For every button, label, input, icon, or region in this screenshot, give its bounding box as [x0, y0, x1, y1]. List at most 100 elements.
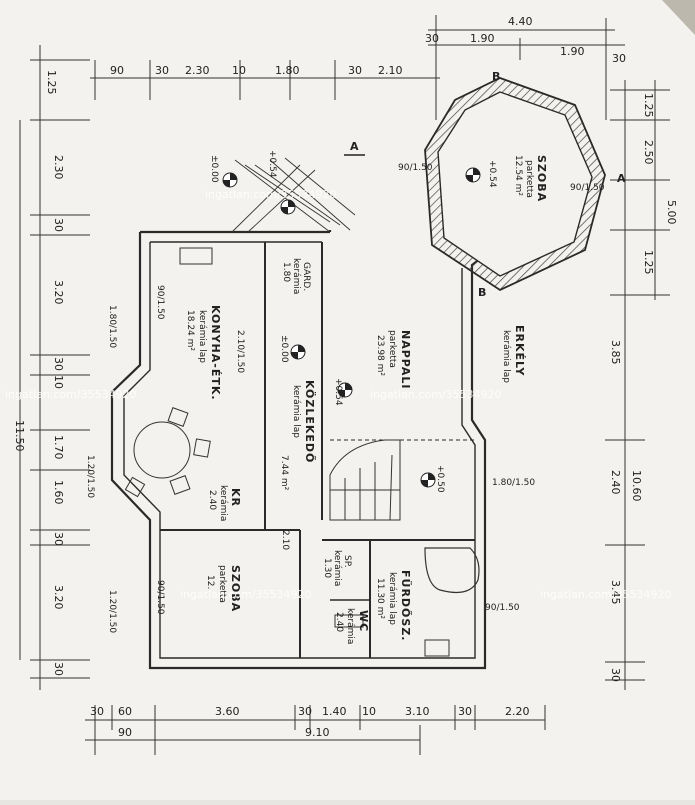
room-floor-nappali: parketta — [387, 330, 397, 368]
dim-top-row2-a: 90 — [110, 64, 124, 77]
dim-left-k: 30 — [52, 662, 65, 676]
dim-top-outer: 4.40 — [508, 15, 533, 28]
dim-top-row2-e: 1.80 — [275, 64, 300, 77]
dim-right-g: 30 — [609, 668, 622, 682]
hex-inner-wall — [437, 91, 593, 277]
level-label-2: +0.54 — [267, 150, 277, 178]
dim-right-d: 3.85 — [609, 340, 622, 365]
room-area-nappali: 23.98 m² — [375, 335, 385, 376]
room-szoba-bottom: SZOBA parketta 12. — [205, 565, 242, 612]
level-label-5: +0.50 — [435, 465, 445, 493]
toilet-tank — [334, 614, 364, 628]
watermark-3: ingatlan.com/35534920 — [370, 388, 502, 401]
window-mark-11: 2.10 — [280, 530, 290, 550]
room-area-kamra: 2.40 — [207, 490, 217, 510]
dim-top-row2-c: 2.30 — [185, 64, 210, 77]
dim-bottom-j: 90 — [118, 726, 132, 739]
dim-right-b: 2.50 — [642, 140, 655, 165]
room-floor-furdo: kerámia lap — [387, 572, 397, 625]
sink — [424, 639, 450, 657]
dim-top-row2-g: 2.10 — [378, 64, 403, 77]
dim-left-a: 1.25 — [45, 70, 58, 95]
dim-right-a: 1.25 — [642, 93, 655, 118]
bathtub — [424, 547, 480, 593]
window-mark-2: 90/1.50 — [570, 183, 605, 193]
dim-bottom-e: 1.40 — [322, 705, 347, 718]
room-name-szoba-top: SZOBA — [535, 155, 548, 202]
watermark-4: ingatlan.com/35534920 — [180, 588, 312, 601]
window-mark-5: 1.80/1.50 — [492, 478, 535, 488]
top-dimension-chain — [90, 15, 625, 120]
room-name-erkely: ERKÉLY — [513, 325, 526, 376]
dim-right-c: 1.25 — [642, 250, 655, 275]
dim-bottom-b: 60 — [118, 705, 132, 718]
dim-left-g: 1.70 — [52, 435, 65, 460]
room-gard: GARD. kerámia 1.80 — [281, 258, 311, 294]
dim-left-j: 3.20 — [52, 585, 65, 610]
dim-top-row1-d: 30 — [612, 52, 626, 65]
dim-left-outer: 11.50 — [13, 420, 26, 452]
watermark-1: ingatlan.com/35534920 — [205, 188, 337, 201]
room-area-konyha: 18.24 m² — [185, 310, 195, 351]
room-floor-gard: kerámia — [291, 258, 301, 294]
room-name-gard: GARD. — [301, 262, 311, 291]
dim-top-row1-c: 1.90 — [560, 45, 585, 58]
section-mark-b-right: B — [478, 286, 487, 299]
room-floor-szoba-bottom: parketta — [217, 565, 227, 603]
dim-bottom-a: 30 — [90, 705, 104, 718]
dim-bottom-h: 30 — [458, 705, 472, 718]
room-area-furdo: 11.30 m² — [375, 578, 385, 619]
watermark-2: ingatlan.com/35534920 — [5, 388, 137, 401]
right-dimension-chain — [605, 80, 670, 690]
room-area-szoba-bottom: 12. — [205, 575, 215, 589]
dim-right-total: 10.60 — [630, 470, 643, 502]
staircase — [329, 439, 401, 521]
window-mark-9: 90/1.50 — [155, 580, 165, 615]
room-area-szoba-top: 12.54 m² — [513, 155, 523, 196]
room-area-gard: 1.80 — [281, 262, 291, 282]
room-name-nappali: NAPPALI — [399, 330, 412, 389]
room-name-konyha: KONYHA-ÉTK. — [209, 305, 222, 401]
room-spajz: SP. kerámia 1.30 — [322, 550, 352, 586]
dim-left-b: 2.30 — [52, 155, 65, 180]
room-area-wc: 2.40 — [334, 612, 344, 632]
room-floor-wc: kerámia — [345, 608, 355, 644]
dim-left-e: 30 — [52, 357, 65, 371]
dim-left-f: 10 — [52, 375, 65, 389]
window-marks: 90/1.50 90/1.50 1.80/1.50 90/1.50 1.80/1… — [85, 163, 605, 633]
room-kozlekedo: KÖZLEKEDŐ kerámia lap 7.44 m² — [279, 380, 317, 491]
section-mark-a-top: A — [350, 140, 360, 153]
paper-fold-shadow — [662, 0, 695, 35]
room-konyha: KONYHA-ÉTK. kerámia lap 18.24 m² — [185, 305, 222, 401]
dim-bottom-f: 10 — [362, 705, 376, 718]
section-mark-a-right: A — [617, 172, 627, 185]
room-area-kozlekedo: 7.44 m² — [279, 455, 289, 491]
window-mark-4: 90/1.50 — [155, 285, 165, 320]
bottom-dimension-chain — [85, 705, 546, 755]
left-dimension-chain — [19, 45, 90, 690]
room-name-spajz: SP. — [342, 555, 352, 568]
dim-left-c: 30 — [52, 218, 65, 232]
window-mark-6: 90/1.50 — [485, 603, 520, 613]
level-label-6: +0.54 — [333, 378, 343, 406]
room-furdo: FÜRDŐSZ. kerámia lap 11.30 m² — [375, 570, 413, 641]
dim-bottom-d: 30 — [298, 705, 312, 718]
room-name-szoba-bottom: SZOBA — [229, 565, 242, 612]
entrance-steps — [231, 157, 356, 233]
dim-top-row1-b: 1.90 — [470, 32, 495, 45]
window-mark-1: 90/1.50 — [398, 163, 433, 173]
level-label-3: +0.54 — [487, 160, 497, 188]
hexagonal-bay — [424, 77, 606, 292]
room-floor-erkely: kerámia lap — [501, 330, 511, 383]
window-mark-10: 2.10/1.50 — [235, 330, 245, 373]
watermark-5: ingatlan.com/35534920 — [540, 588, 672, 601]
dining-set — [124, 247, 213, 498]
room-szoba-top: SZOBA parketta 12.54 m² — [513, 155, 548, 202]
dim-top-row1-a: 30 — [425, 32, 439, 45]
room-nappali: NAPPALI parketta 23.98 m² — [375, 330, 412, 389]
window-mark-3: 1.80/1.50 — [107, 305, 117, 348]
dim-bottom-c: 3.60 — [215, 705, 240, 718]
dim-bottom-i: 2.20 — [505, 705, 530, 718]
